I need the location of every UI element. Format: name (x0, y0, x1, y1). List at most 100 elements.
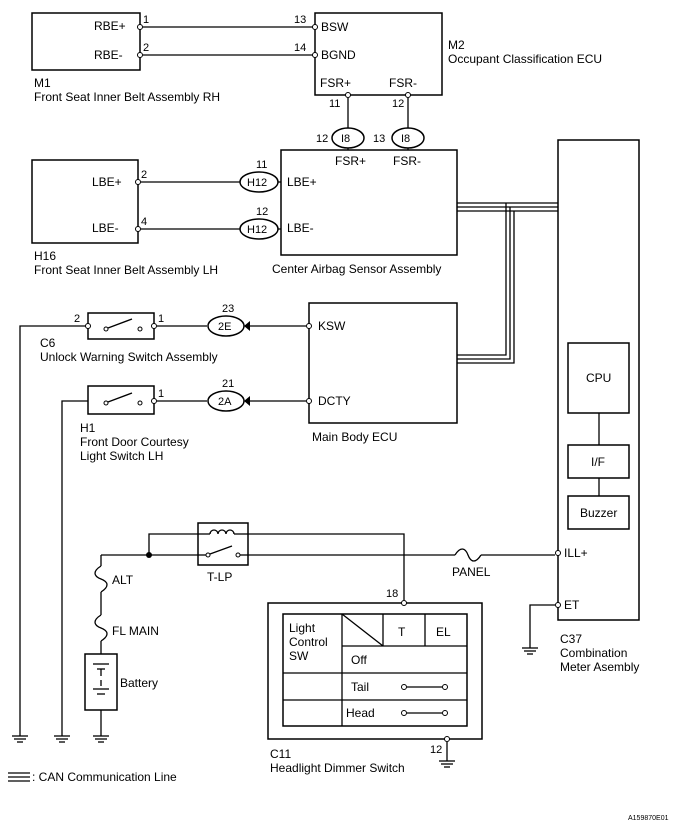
i8-b-label: I8 (401, 133, 410, 145)
relay-box (197, 522, 249, 566)
fuse-fl-main: FL MAIN (94, 614, 159, 642)
main-body-term-dcty: DCTY (318, 394, 351, 408)
m1-term-rbe-minus: RBE- (94, 48, 123, 62)
fuse-panel: PANEL (452, 548, 491, 579)
ground-h1 (54, 735, 70, 743)
c37-buzzer-label: Buzzer (580, 506, 617, 520)
c6-box (87, 312, 155, 340)
h1-component: 1 H1 Front Door Courtesy Light Switch LH (80, 385, 189, 463)
c11-name: Headlight Dimmer Switch (270, 761, 405, 775)
h1-pin-1: 1 (158, 388, 164, 400)
c11-table-box (282, 613, 468, 727)
airbag-term-fsr-plus: FSR+ (335, 154, 366, 168)
c11-row-head: Head (346, 706, 375, 720)
main-body-ecu-component: KSW DCTY Main Body ECU (306, 302, 458, 444)
ground-c37 (522, 647, 538, 655)
h1-name-line1: Front Door Courtesy (80, 435, 189, 449)
legend-can-label: : CAN Communication Line (32, 770, 177, 784)
m2-code: M2 (448, 38, 465, 52)
h16-box (31, 159, 139, 244)
h1-name-line2: Light Switch LH (80, 449, 163, 463)
c37-if-label: I/F (591, 455, 605, 469)
airbag-sensor-component: FSR+ FSR- LBE+ LBE- Center Airbag Sensor… (272, 149, 458, 276)
c11-pin-12: 12 (430, 744, 442, 756)
c37-name-line2: Meter Asembly (560, 660, 639, 674)
fuse-fl-main-label: FL MAIN (112, 624, 159, 638)
fuse-panel-label: PANEL (452, 565, 491, 579)
c6-pin-1: 1 (158, 313, 164, 325)
c37-component: CPU I/F Buzzer ILL+ ET C37 Combination M… (555, 139, 640, 674)
2e-label: 2E (218, 321, 231, 333)
c37-buzzer-block (567, 495, 630, 530)
airbag-box (280, 149, 458, 256)
c11-pin-18: 18 (386, 588, 398, 600)
airbag-term-lbe-minus: LBE- (287, 221, 314, 235)
m2-term-fsr-minus: FSR- (389, 76, 417, 90)
airbag-term-fsr-minus: FSR- (393, 154, 421, 168)
c6-component: 2 1 C6 Unlock Warning Switch Assembly (40, 312, 218, 364)
connector-i8-b: 13 I8 (373, 127, 425, 149)
relay-t-lp: T-LP (197, 522, 249, 584)
2a-label: 2A (218, 396, 232, 408)
main-body-name: Main Body ECU (312, 430, 397, 444)
c11-col-t: T (398, 625, 406, 639)
battery: Battery (84, 653, 158, 711)
legend-can: : CAN Communication Line (8, 770, 177, 784)
can-bus-lines (457, 202, 558, 364)
m1-component: RBE+ RBE- 1 2 M1 Front Seat Inner Belt A… (31, 12, 220, 104)
c11-row-tail: Tail (351, 680, 369, 694)
connector-2a: 21 2A (207, 378, 250, 412)
h16-code: H16 (34, 249, 56, 263)
m2-name: Occupant Classification ECU (448, 52, 602, 66)
m1-box (31, 12, 141, 71)
c37-name-line1: Combination (560, 646, 627, 660)
c11-head-line2: Control (289, 635, 328, 649)
m1-code: M1 (34, 76, 51, 90)
h1-code: H1 (80, 421, 96, 435)
main-body-box (308, 302, 458, 424)
m1-term-rbe-plus: RBE+ (94, 19, 126, 33)
m1-pin-2: 2 (143, 42, 149, 54)
c37-if-block (567, 444, 630, 479)
h12-b-pin: 12 (256, 206, 268, 218)
2e-pin: 23 (222, 303, 234, 315)
h12-b-label: H12 (247, 224, 267, 236)
c6-pin-2: 2 (74, 313, 80, 325)
c37-term-et: ET (564, 598, 580, 612)
m2-term-bgnd: BGND (321, 48, 356, 62)
i8-b-pin: 13 (373, 133, 385, 145)
m2-pin-11: 11 (329, 98, 340, 110)
m2-pin-14: 14 (294, 42, 306, 54)
2a-pin: 21 (222, 378, 234, 390)
c37-code: C37 (560, 632, 582, 646)
h1-box (87, 385, 155, 415)
h16-pin-2: 2 (141, 169, 147, 181)
h12-a-label: H12 (247, 177, 267, 189)
i8-a-label: I8 (341, 133, 350, 145)
relay-label: T-LP (207, 570, 232, 584)
m1-pin-1: 1 (143, 14, 149, 26)
connector-2e: 23 2E (207, 303, 250, 337)
ground-c11 (439, 760, 455, 768)
connector-h12-b: 12 H12 (239, 206, 279, 240)
m2-term-bsw: BSW (321, 20, 349, 34)
m2-pin-13: 13 (294, 14, 306, 26)
connector-h12-a: 11 H12 (239, 159, 279, 193)
m2-pin-12: 12 (392, 98, 404, 110)
h12-a-pin: 11 (256, 159, 267, 171)
c6-name: Unlock Warning Switch Assembly (40, 350, 218, 364)
c37-term-ill: ILL+ (564, 546, 588, 560)
figure-id: A159870E01 (628, 815, 669, 822)
connector-i8-a: 12 I8 (316, 127, 365, 149)
c37-cpu-label: CPU (586, 371, 611, 385)
i8-a-pin: 12 (316, 133, 328, 145)
fuse-alt: ALT (94, 565, 134, 593)
ground-c6 (12, 735, 28, 743)
c11-head-line3: SW (289, 649, 309, 663)
fuse-alt-label: ALT (112, 573, 134, 587)
main-body-term-ksw: KSW (318, 319, 346, 333)
h16-term-lbe-minus: LBE- (92, 221, 119, 235)
airbag-term-lbe-plus: LBE+ (287, 175, 317, 189)
c11-row-off: Off (351, 653, 367, 667)
